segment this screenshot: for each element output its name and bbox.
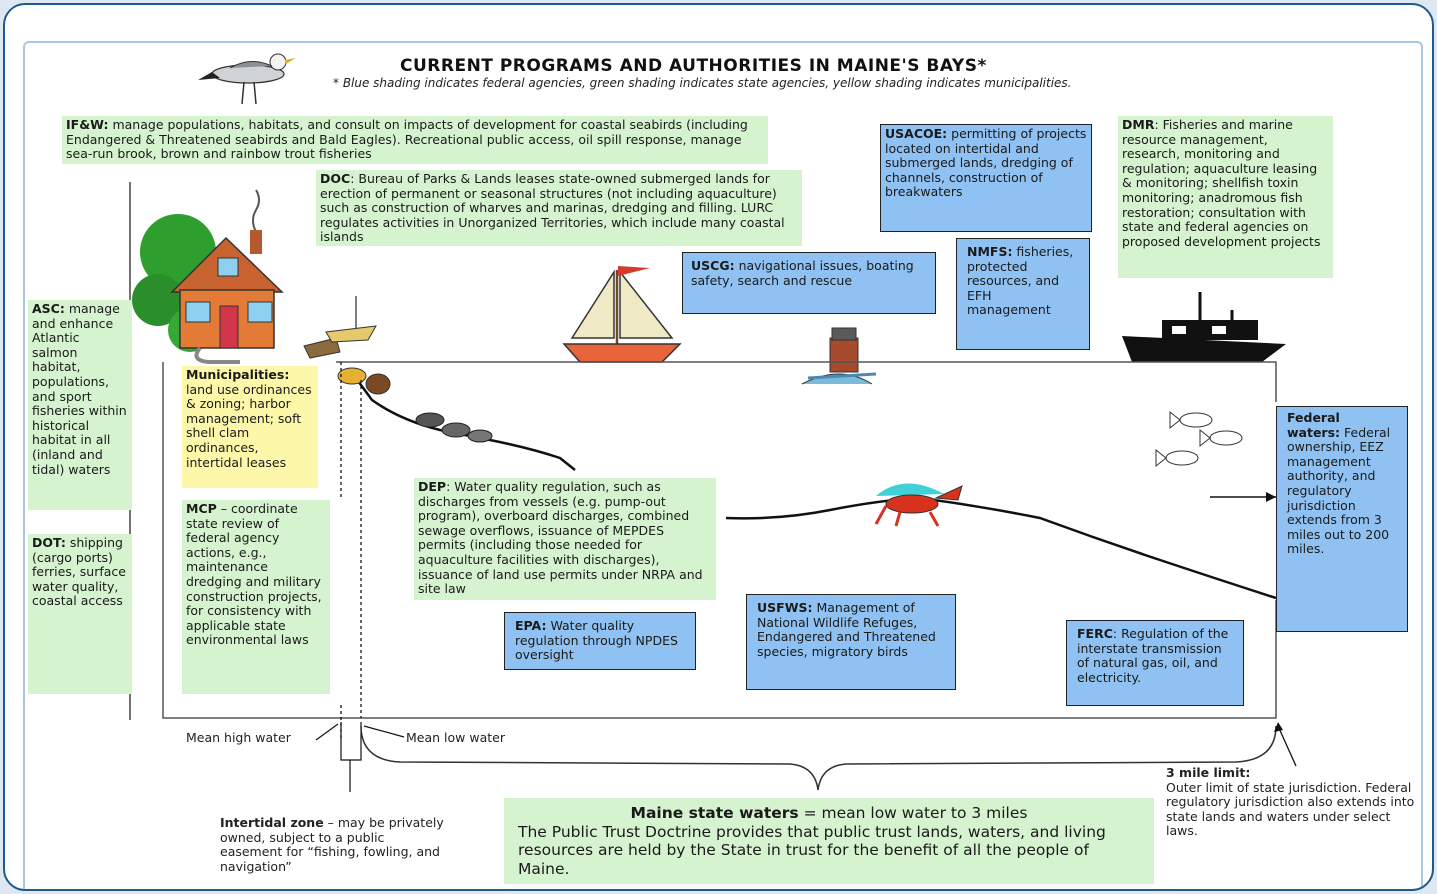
state-waters-brace bbox=[360, 725, 1277, 791]
epa-box: EPA: Water quality regulation through NP… bbox=[504, 612, 696, 670]
seabed-profile-line-2 bbox=[725, 496, 1277, 600]
three-mile-pointer bbox=[1277, 725, 1297, 767]
three-mile-arrowhead bbox=[1274, 722, 1283, 732]
dmr-text: : Fisheries and marine resource manageme… bbox=[1122, 117, 1321, 249]
dmr-name: DMR bbox=[1122, 117, 1155, 132]
usacoe-name: USACOE: bbox=[885, 126, 948, 141]
uscg-text: navigational issues, boating safety, sea… bbox=[691, 258, 914, 288]
doc-text: : Bureau of Parks & Lands leases state-o… bbox=[320, 171, 785, 245]
sailboat-icon bbox=[562, 266, 682, 363]
asc-box: ASC: manage and enhance Atlantic salmon … bbox=[28, 300, 132, 510]
federal-waters-name: Federal waters: bbox=[1287, 410, 1341, 440]
intertidal-zone-note: Intertidal zone – may be privately owned… bbox=[220, 815, 450, 874]
state-waters-box: Maine state waters = mean low water to 3… bbox=[504, 798, 1154, 884]
mussels-icon bbox=[337, 367, 493, 443]
uscg-box: USCG: navigational issues, boating safet… bbox=[682, 252, 936, 314]
dmr-box: DMR: Fisheries and marine resource manag… bbox=[1118, 116, 1333, 278]
state-waters-rest: = mean low water to 3 miles bbox=[798, 804, 1028, 822]
ferc-box: FERC: Regulation of the interstate trans… bbox=[1066, 620, 1244, 706]
diagram-title: CURRENT PROGRAMS AND AUTHORITIES IN MAIN… bbox=[400, 56, 987, 76]
asc-text: manage and enhance Atlantic salmon habit… bbox=[32, 301, 127, 477]
municipalities-text: land use ordinances & zoning; harbor man… bbox=[186, 381, 312, 470]
nmfs-name: NMFS: bbox=[967, 244, 1013, 259]
mcp-text: – coordinate state review of federal age… bbox=[186, 501, 322, 648]
three-mile-bold: 3 mile limit: bbox=[1166, 765, 1251, 780]
fish-icon bbox=[1155, 410, 1243, 468]
usacoe-box: USACOE: permitting of projects located o… bbox=[880, 124, 1092, 232]
mean-high-water-label: Mean high water bbox=[186, 730, 291, 745]
dot-box: DOT: shipping (cargo ports) ferries, sur… bbox=[28, 534, 132, 694]
usfws-box: USFWS: Management of National Wildlife R… bbox=[746, 594, 956, 690]
epa-name: EPA: bbox=[515, 618, 547, 633]
ifw-box: IF&W: manage populations, habitats, and … bbox=[62, 116, 768, 164]
three-mile-limit-note: 3 mile limit: Outer limit of state juris… bbox=[1166, 765, 1422, 839]
mean-low-water-label: Mean low water bbox=[406, 730, 505, 745]
federal-waters-text: Federal ownership, EEZ management author… bbox=[1287, 424, 1391, 557]
ifw-name: IF&W: bbox=[66, 117, 109, 132]
mcp-name: MCP bbox=[186, 501, 217, 516]
dep-name: DEP bbox=[418, 479, 447, 494]
mean-high-water-pointer bbox=[315, 723, 339, 741]
dep-text: : Water quality regulation, such as disc… bbox=[418, 479, 703, 597]
usacoe-text: permitting of projects located on intert… bbox=[885, 126, 1087, 200]
ferc-text: : Regulation of the interstate transmiss… bbox=[1077, 626, 1229, 685]
lobster-icon bbox=[874, 483, 963, 527]
intertidal-bracket bbox=[340, 722, 362, 792]
doc-name: DOC bbox=[320, 171, 351, 186]
dot-text: shipping (cargo ports) ferries, surface … bbox=[32, 535, 126, 609]
intertidal-zone-bold: Intertidal zone bbox=[220, 815, 324, 830]
mean-low-water-pointer bbox=[363, 725, 405, 738]
diagram-bottom-box bbox=[162, 362, 1277, 719]
municipalities-box: Municipalities: land use ordinances & zo… bbox=[182, 366, 318, 488]
frame-inner-border bbox=[23, 41, 1423, 889]
state-waters-bold: Maine state waters bbox=[630, 804, 799, 822]
dot-name: DOT: bbox=[32, 535, 66, 550]
lighthouse-icon bbox=[801, 327, 877, 385]
ifw-text: manage populations, habitats, and consul… bbox=[66, 117, 748, 162]
ferc-name: FERC bbox=[1077, 626, 1113, 641]
municipalities-name: Municipalities: bbox=[186, 367, 290, 382]
three-mile-text: Outer limit of state jurisdiction. Feder… bbox=[1166, 779, 1415, 838]
nmfs-text: fisheries, protected resources, and EFH … bbox=[967, 244, 1074, 318]
federal-waters-arrowhead bbox=[1266, 492, 1276, 502]
uscg-name: USCG: bbox=[691, 258, 735, 273]
fishing-boat-icon bbox=[1122, 292, 1286, 362]
federal-waters-box: Federal waters: Federal ownership, EEZ m… bbox=[1276, 406, 1408, 632]
dep-box: DEP: Water quality regulation, such as d… bbox=[414, 478, 716, 600]
house-icon bbox=[132, 189, 341, 364]
epa-text: Water quality regulation through NPDES o… bbox=[515, 618, 678, 663]
intertidal-zone-text: – may be privately owned, subject to a p… bbox=[220, 815, 444, 874]
water-surface-line bbox=[336, 361, 1277, 402]
state-waters-body: The Public Trust Doctrine provides that … bbox=[518, 822, 1106, 878]
diagram-subtitle: * Blue shading indicates federal agencie… bbox=[333, 76, 1072, 90]
mcp-box: MCP – coordinate state review of federal… bbox=[182, 500, 330, 694]
doc-box: DOC: Bureau of Parks & Lands leases stat… bbox=[316, 170, 802, 246]
usfws-text: Management of National Wildlife Refuges,… bbox=[757, 600, 936, 659]
usfws-name: USFWS: bbox=[757, 600, 813, 615]
skiff-icon bbox=[325, 296, 377, 343]
seagull-icon bbox=[198, 53, 296, 105]
nmfs-box: NMFS: fisheries, protected resources, an… bbox=[956, 238, 1090, 350]
state-waters-heading: Maine state waters = mean low water to 3… bbox=[518, 804, 1140, 823]
asc-name: ASC: bbox=[32, 301, 65, 316]
